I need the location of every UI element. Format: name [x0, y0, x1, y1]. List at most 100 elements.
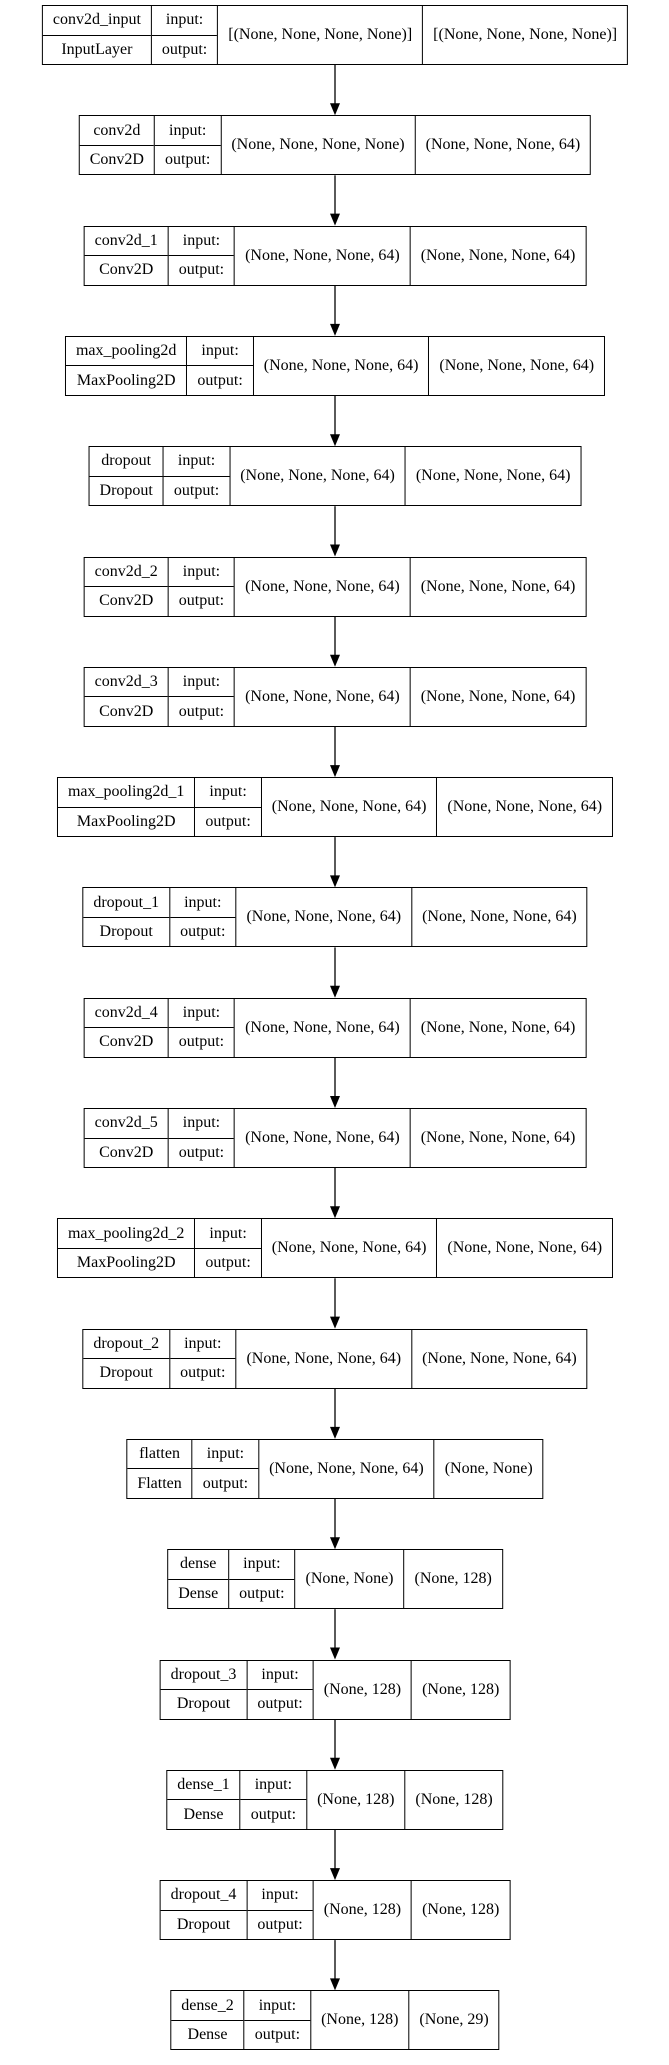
layer-id-column: dense Dense	[168, 1550, 230, 1609]
arrow-head-12	[330, 1426, 340, 1439]
layer-type: MaxPooling2D	[57, 1247, 195, 1278]
layer-node-flatten: flatten Flatten input: output: (None, No…	[126, 1438, 544, 1499]
layer-name: dense_1	[177, 1776, 230, 1794]
input-label: input:	[243, 1555, 281, 1573]
layer-name: conv2d_3	[94, 673, 158, 691]
layer-node-max_pooling2d_2: max_pooling2d_2 MaxPooling2D input: outp…	[56, 1218, 614, 1279]
layer-node-dense_1: dense_1 Dense input: output: (None, 128)…	[166, 1769, 504, 1830]
io-label-column: input: output:	[163, 447, 231, 506]
io-label-column: input: output:	[187, 336, 254, 395]
layer-name: conv2d_2	[94, 562, 158, 580]
layer-id-column: conv2d Conv2D	[79, 116, 155, 175]
input-shape: (None, None, None, 64)	[235, 557, 411, 616]
layer-node-conv2d_input: conv2d_input InputLayer input: output: […	[41, 5, 629, 65]
output-shape: (None, None, None, 64)	[439, 356, 595, 374]
layer-type: Dense	[167, 1799, 240, 1829]
layer-node-conv2d: conv2d Conv2D input: output: (None, None…	[78, 115, 592, 176]
layer-type: Dropout	[160, 1909, 247, 1940]
io-label-column: input: output:	[192, 1439, 260, 1498]
layer-id-column: conv2d_5 Conv2D	[84, 1109, 169, 1168]
input-label: input:	[206, 1445, 245, 1463]
input-label: input:	[182, 673, 221, 691]
layer-name: dropout_2	[93, 1334, 160, 1352]
input-label: input:	[258, 1996, 297, 2014]
output-shape: (None, None, None, 64)	[420, 1129, 576, 1146]
input-shape: (None, None, None, 64)	[254, 336, 430, 395]
io-label-column: input: output:	[247, 1660, 314, 1719]
layer-type: Conv2D	[84, 586, 168, 616]
input-label: input:	[168, 121, 207, 139]
layer-type: Flatten	[127, 1468, 192, 1498]
layer-name: conv2d_input	[52, 11, 141, 29]
output-label: output:	[170, 916, 236, 947]
output-label: output:	[170, 1358, 236, 1388]
output-shape: (None, None, None, 64)	[422, 908, 577, 926]
layer-name: dropout_4	[170, 1886, 237, 1904]
layer-name: dropout	[101, 452, 152, 470]
layer-id-column: max_pooling2d_2 MaxPooling2D	[57, 1219, 196, 1278]
arrow-head-11	[330, 1316, 340, 1329]
arrow-head-9	[330, 1096, 340, 1108]
input-shape: (None, None, None, 64)	[230, 447, 406, 506]
input-label: input:	[209, 783, 247, 801]
arrow-head-4	[330, 544, 340, 557]
output-shape: (None, None, None, 64)	[422, 1349, 577, 1367]
output-shape: (None, None)	[444, 1459, 533, 1477]
layer-type: Conv2D	[84, 1137, 168, 1168]
output-shape: [(None, None, None, None)]	[433, 26, 618, 43]
layer-name: max_pooling2d	[75, 342, 177, 360]
layer-id-column: conv2d_3 Conv2D	[84, 667, 169, 726]
arrow-head-2	[330, 323, 340, 336]
layer-name: dropout_1	[93, 893, 160, 911]
output-shape: (None, 128)	[422, 1680, 500, 1698]
output-shape: (None, 128)	[414, 1570, 492, 1588]
layer-node-dropout_4: dropout_4 Dropout input: output: (None, …	[159, 1880, 511, 1941]
io-label-column: input: output:	[244, 1991, 312, 2050]
layer-id-column: max_pooling2d_1 MaxPooling2D	[57, 778, 196, 837]
output-label: output:	[247, 1689, 313, 1719]
input-label: input:	[165, 11, 204, 29]
io-label-column: input: output:	[168, 1109, 236, 1167]
output-shape: (None, 128)	[422, 1901, 500, 1919]
layer-name: conv2d	[93, 121, 141, 139]
layer-node-conv2d_3: conv2d_3 Conv2D input: output: (None, No…	[83, 666, 587, 727]
arrow-head-10	[330, 1206, 340, 1219]
arrow-head-15	[330, 1757, 340, 1770]
output-label: output:	[192, 1468, 259, 1498]
layer-node-dropout_2: dropout_2 Dropout input: output: (None, …	[82, 1328, 588, 1389]
layer-type: Conv2D	[84, 696, 168, 726]
layer-type: Dense	[168, 1578, 229, 1609]
layer-type: InputLayer	[42, 34, 151, 65]
layer-id-column: dense_2 Dense	[171, 1991, 245, 2050]
arrow-head-5	[330, 654, 340, 667]
layer-id-column: flatten Flatten	[127, 1439, 193, 1498]
input-shape: (None, 128)	[314, 1660, 413, 1719]
input-shape: (None, None, None, 64)	[235, 667, 411, 726]
io-label-column: input: output:	[154, 116, 222, 175]
arrow-head-8	[330, 985, 340, 998]
layer-node-dropout: dropout Dropout input: output: (None, No…	[88, 446, 582, 507]
output-shape: (None, None, None, 64)	[447, 1239, 603, 1257]
layer-id-column: dropout_1 Dropout	[83, 888, 171, 947]
output-shape: (None, None, None, 64)	[415, 467, 571, 485]
output-label: output:	[168, 696, 235, 726]
input-shape: (None, None, None, 64)	[235, 998, 411, 1057]
layer-type: Dropout	[83, 916, 170, 947]
input-label: input:	[261, 1886, 299, 1904]
input-label: input:	[182, 1003, 221, 1021]
layer-node-conv2d_1: conv2d_1 Conv2D input: output: (None, No…	[83, 225, 587, 286]
input-label: input:	[182, 562, 221, 580]
arrow-head-13	[330, 1537, 340, 1550]
arrow-head-6	[330, 765, 340, 778]
input-shape: (None, 128)	[311, 1991, 410, 2050]
layer-type: Conv2D	[84, 255, 168, 285]
io-label-column: input: output:	[170, 1329, 237, 1388]
output-shape: (None, None, None, 64)	[420, 687, 576, 705]
layer-id-column: conv2d_4 Conv2D	[84, 998, 169, 1057]
arrow-head-14	[330, 1647, 340, 1660]
layer-name: conv2d_1	[94, 231, 158, 249]
arrow-head-17	[330, 1978, 340, 1991]
input-shape: (None, None, None, 64)	[262, 1219, 438, 1278]
